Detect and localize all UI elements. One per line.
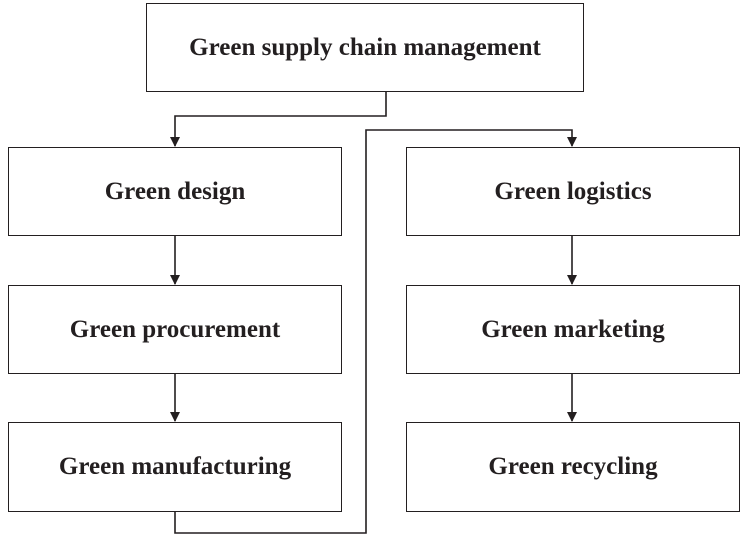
arrow-manufacturing-to-logistics xyxy=(174,129,577,534)
node-green-recycling: Green recycling xyxy=(406,422,740,512)
node-label: Green manufacturing xyxy=(58,453,292,480)
node-label: Green logistics xyxy=(494,177,652,205)
node-green-marketing: Green marketing xyxy=(406,285,740,374)
node-green-manufacturing: Green manufacturing xyxy=(8,422,342,512)
arrow-root-to-design xyxy=(170,92,387,147)
node-green-logistics: Green logistics xyxy=(406,147,740,236)
node-label: Green supply chain management xyxy=(189,33,541,61)
node-label: Green procurement xyxy=(69,315,281,343)
node-green-design: Green design xyxy=(8,147,342,236)
node-green-supply-chain-management: Green supply chain management xyxy=(146,3,584,92)
node-green-procurement: Green procurement xyxy=(8,285,342,374)
node-label: Green marketing xyxy=(481,315,665,343)
node-label: Green design xyxy=(104,177,246,205)
node-label: Green recycling xyxy=(488,453,658,480)
